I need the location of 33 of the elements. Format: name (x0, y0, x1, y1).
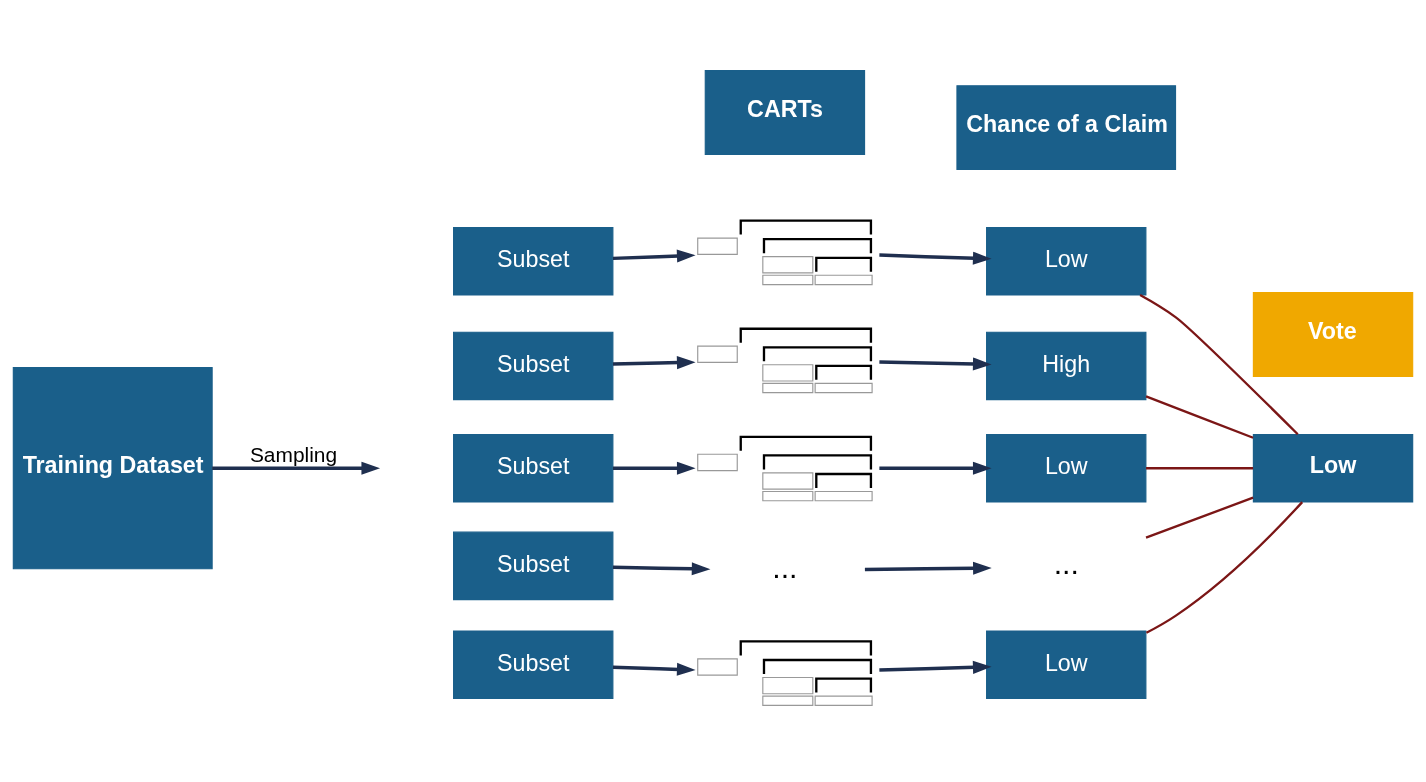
arrow (612, 461, 696, 475)
node-box: Low (1252, 433, 1414, 502)
arrow (864, 561, 992, 575)
node-text: ... (1053, 546, 1079, 580)
arrow (612, 561, 711, 575)
connector (1145, 500, 1304, 634)
node-box: Low (986, 226, 1147, 296)
arrow (612, 248, 696, 262)
node-box: Low (986, 433, 1147, 502)
arrow (879, 660, 992, 674)
node-box: Subset (453, 226, 614, 296)
connector (1145, 394, 1254, 439)
edge-label: Sampling (249, 442, 338, 466)
connector (1145, 496, 1254, 539)
arrow (612, 355, 696, 369)
arrow (212, 461, 381, 475)
node-box: Chance of a Claim (956, 84, 1177, 170)
arrow (612, 662, 696, 676)
node-text: ... (772, 550, 798, 584)
node-box: Subset (453, 331, 614, 400)
node-box: Subset (453, 433, 614, 502)
node-box: CARTs (704, 69, 866, 155)
arrow (879, 356, 992, 371)
connector (1146, 466, 1254, 469)
arrow (879, 461, 992, 475)
node-box: Vote (1252, 291, 1414, 377)
node-box: Subset (453, 531, 614, 600)
node-box: High (986, 331, 1147, 400)
node-box: Subset (453, 629, 614, 699)
node-box: Training Dataset (12, 366, 213, 569)
connector (1139, 293, 1299, 435)
arrow (879, 251, 992, 265)
node-box: Low (986, 629, 1147, 699)
